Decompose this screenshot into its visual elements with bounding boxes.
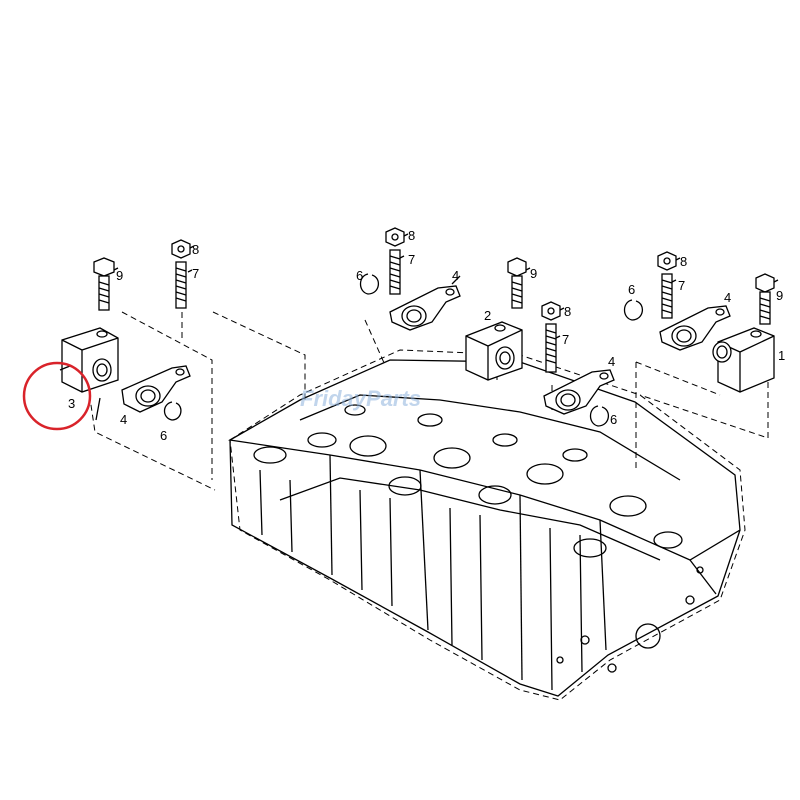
label-part-3: 3 — [68, 396, 75, 411]
label-part-1: 1 — [778, 348, 785, 363]
stud-7-centre — [541, 301, 561, 373]
label-part-8-middle: 8 — [408, 228, 415, 243]
label-part-8-centre: 8 — [564, 304, 571, 319]
rocker-bracket-left — [61, 327, 119, 393]
label-part-2: 2 — [484, 308, 491, 323]
label-part-4-left: 4 — [120, 412, 127, 427]
label-part-4-middle: 4 — [452, 268, 459, 283]
label-part-8-left: 8 — [192, 242, 199, 257]
label-part-9-middle: 9 — [530, 266, 537, 281]
circlip-left — [163, 401, 182, 421]
bolt-9-left — [93, 257, 115, 311]
label-part-9-left: 9 — [116, 268, 123, 283]
label-part-6-right: 6 — [628, 282, 635, 297]
part-labels: 9 8 7 3 4 6 8 7 6 4 9 2 8 7 4 6 8 7 6 4 … — [68, 228, 785, 443]
cylinder-head — [228, 349, 746, 701]
watermark-text: FridayParts — [300, 386, 421, 411]
label-part-6-middle: 6 — [356, 268, 363, 283]
label-part-9-right: 9 — [776, 288, 783, 303]
rocker-bracket-middle — [465, 321, 523, 381]
label-part-7-left: 7 — [192, 266, 199, 281]
circlip-right — [623, 299, 643, 321]
circlip-centre — [589, 405, 609, 427]
label-part-6-left: 6 — [160, 428, 167, 443]
label-part-4-right: 4 — [724, 290, 731, 305]
rocker-arm-left — [121, 365, 191, 413]
bolt-9-middle — [507, 257, 527, 309]
highlight-circle — [22, 361, 92, 431]
label-part-7-centre: 7 — [562, 332, 569, 347]
stud-7-right — [657, 251, 677, 319]
bolt-9-right — [755, 273, 775, 325]
label-part-4-centre: 4 — [608, 354, 615, 369]
label-part-7-right: 7 — [678, 278, 685, 293]
leader-lines — [59, 233, 779, 421]
rocker-arm-centre — [543, 369, 615, 415]
bore-group — [253, 404, 683, 558]
rocker-arm-middle — [389, 285, 461, 331]
label-part-7-middle: 7 — [408, 252, 415, 267]
circlip-middle-left — [359, 273, 379, 295]
rocker-bracket-right — [712, 327, 775, 393]
label-part-8-right: 8 — [680, 254, 687, 269]
stud-7-left — [171, 239, 191, 309]
rocker-arm-right — [659, 305, 731, 351]
stud-7-middle — [385, 227, 405, 295]
label-part-6-centre: 6 — [610, 412, 617, 427]
